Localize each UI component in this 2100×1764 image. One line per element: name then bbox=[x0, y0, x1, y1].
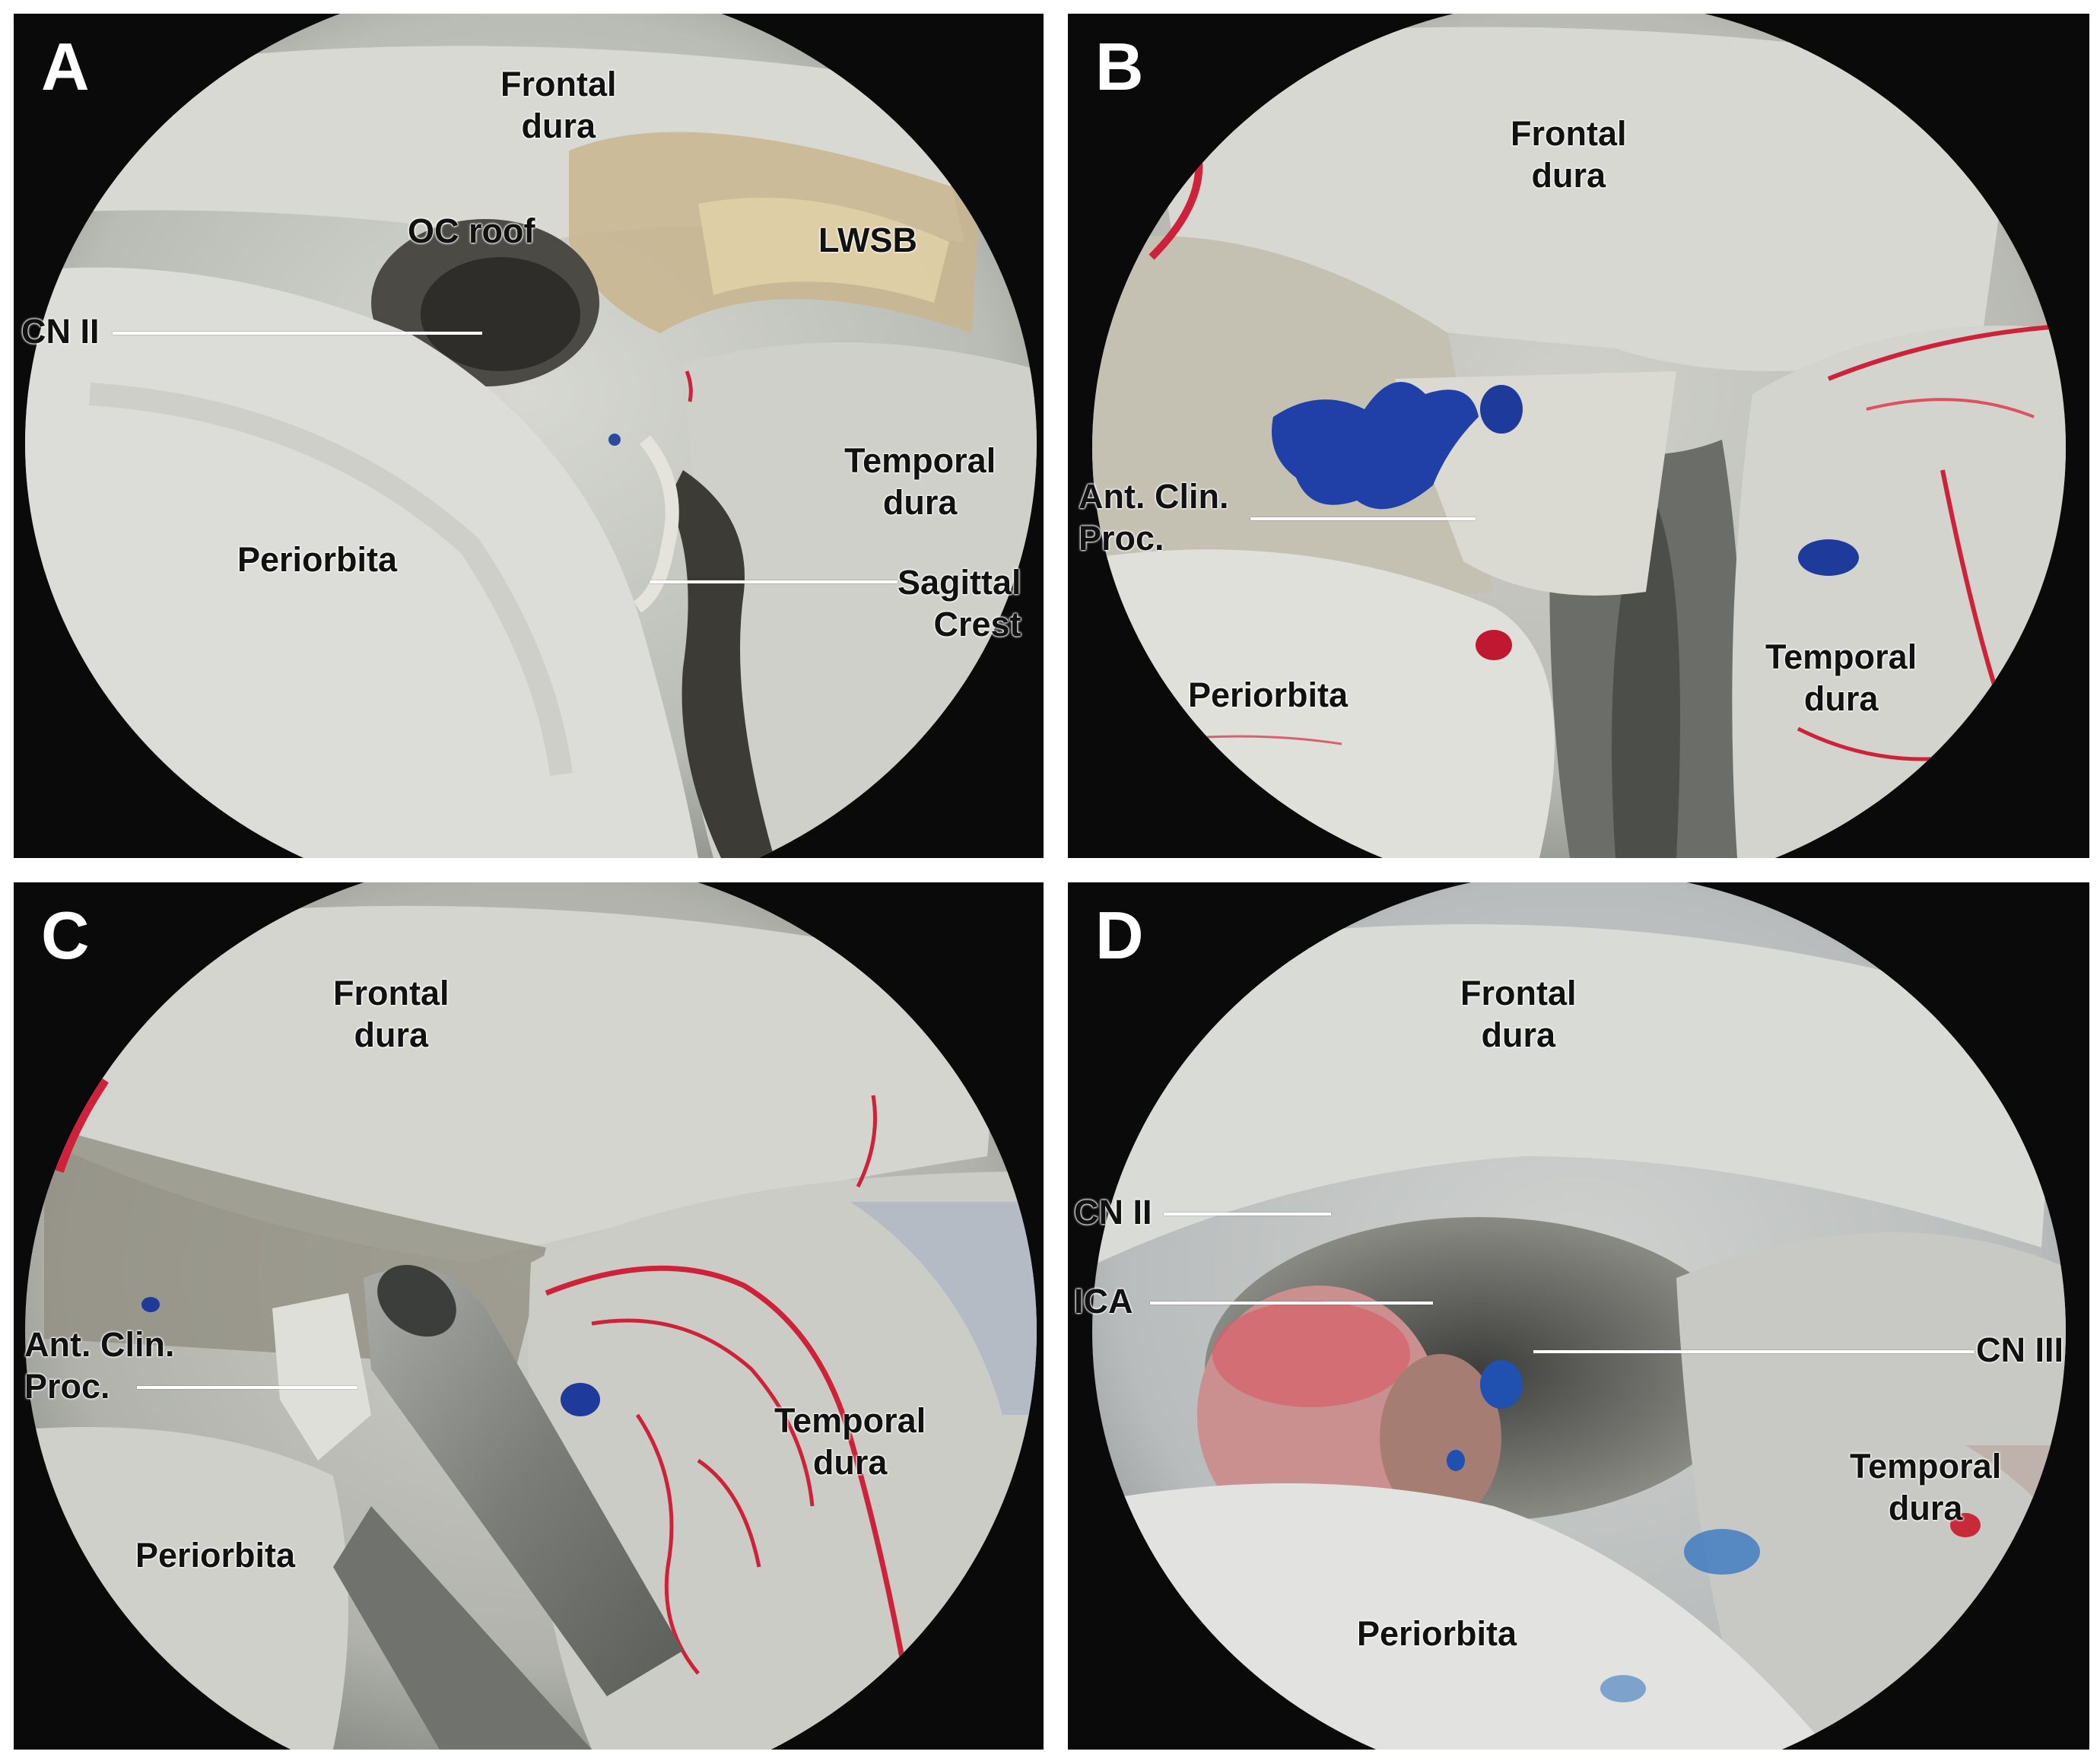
label-periorbita: Periorbita bbox=[135, 1536, 296, 1575]
panel-a-letter: A bbox=[41, 29, 90, 104]
leader-line-cn-ii bbox=[1164, 1213, 1331, 1216]
label-oc-roof: OC roof bbox=[408, 211, 535, 250]
label-cn-iii: CN III bbox=[1976, 1330, 2064, 1369]
label-periorbita: Periorbita bbox=[237, 540, 398, 579]
label-cn-ii: CN II bbox=[21, 312, 100, 351]
panel-d-letter: D bbox=[1095, 898, 1144, 973]
panel-c-letter: C bbox=[41, 898, 90, 973]
label-periorbita: Periorbita bbox=[1188, 675, 1349, 714]
label-cn-ii: CN II bbox=[1074, 1193, 1152, 1232]
leader-line-ant-clin-proc bbox=[137, 1386, 357, 1389]
leader-line-cn-iii bbox=[1533, 1350, 1975, 1353]
label-ant-clin-proc: Ant. Clin.Proc. bbox=[1079, 477, 1229, 558]
label-lwsb: LWSB bbox=[818, 221, 917, 259]
leader-line-cn-ii bbox=[113, 332, 482, 335]
label-periorbita: Periorbita bbox=[1357, 1614, 1517, 1653]
label-ica: ICA bbox=[1074, 1282, 1133, 1321]
panel-a-endoscopic-image bbox=[25, 14, 1037, 858]
leader-line-ica bbox=[1150, 1302, 1433, 1305]
leader-line-sagittal-crest bbox=[650, 580, 898, 583]
panel-c-endoscopic-image bbox=[25, 882, 1037, 1750]
leader-line-ant-clin-proc bbox=[1250, 517, 1476, 520]
label-ant-clin-proc: Ant. Clin.Proc. bbox=[24, 1325, 175, 1406]
panel-b-letter: B bbox=[1095, 29, 1144, 104]
panel-b-endoscopic-image bbox=[1092, 14, 2066, 858]
panel-d-endoscopic-image bbox=[1092, 882, 2066, 1750]
